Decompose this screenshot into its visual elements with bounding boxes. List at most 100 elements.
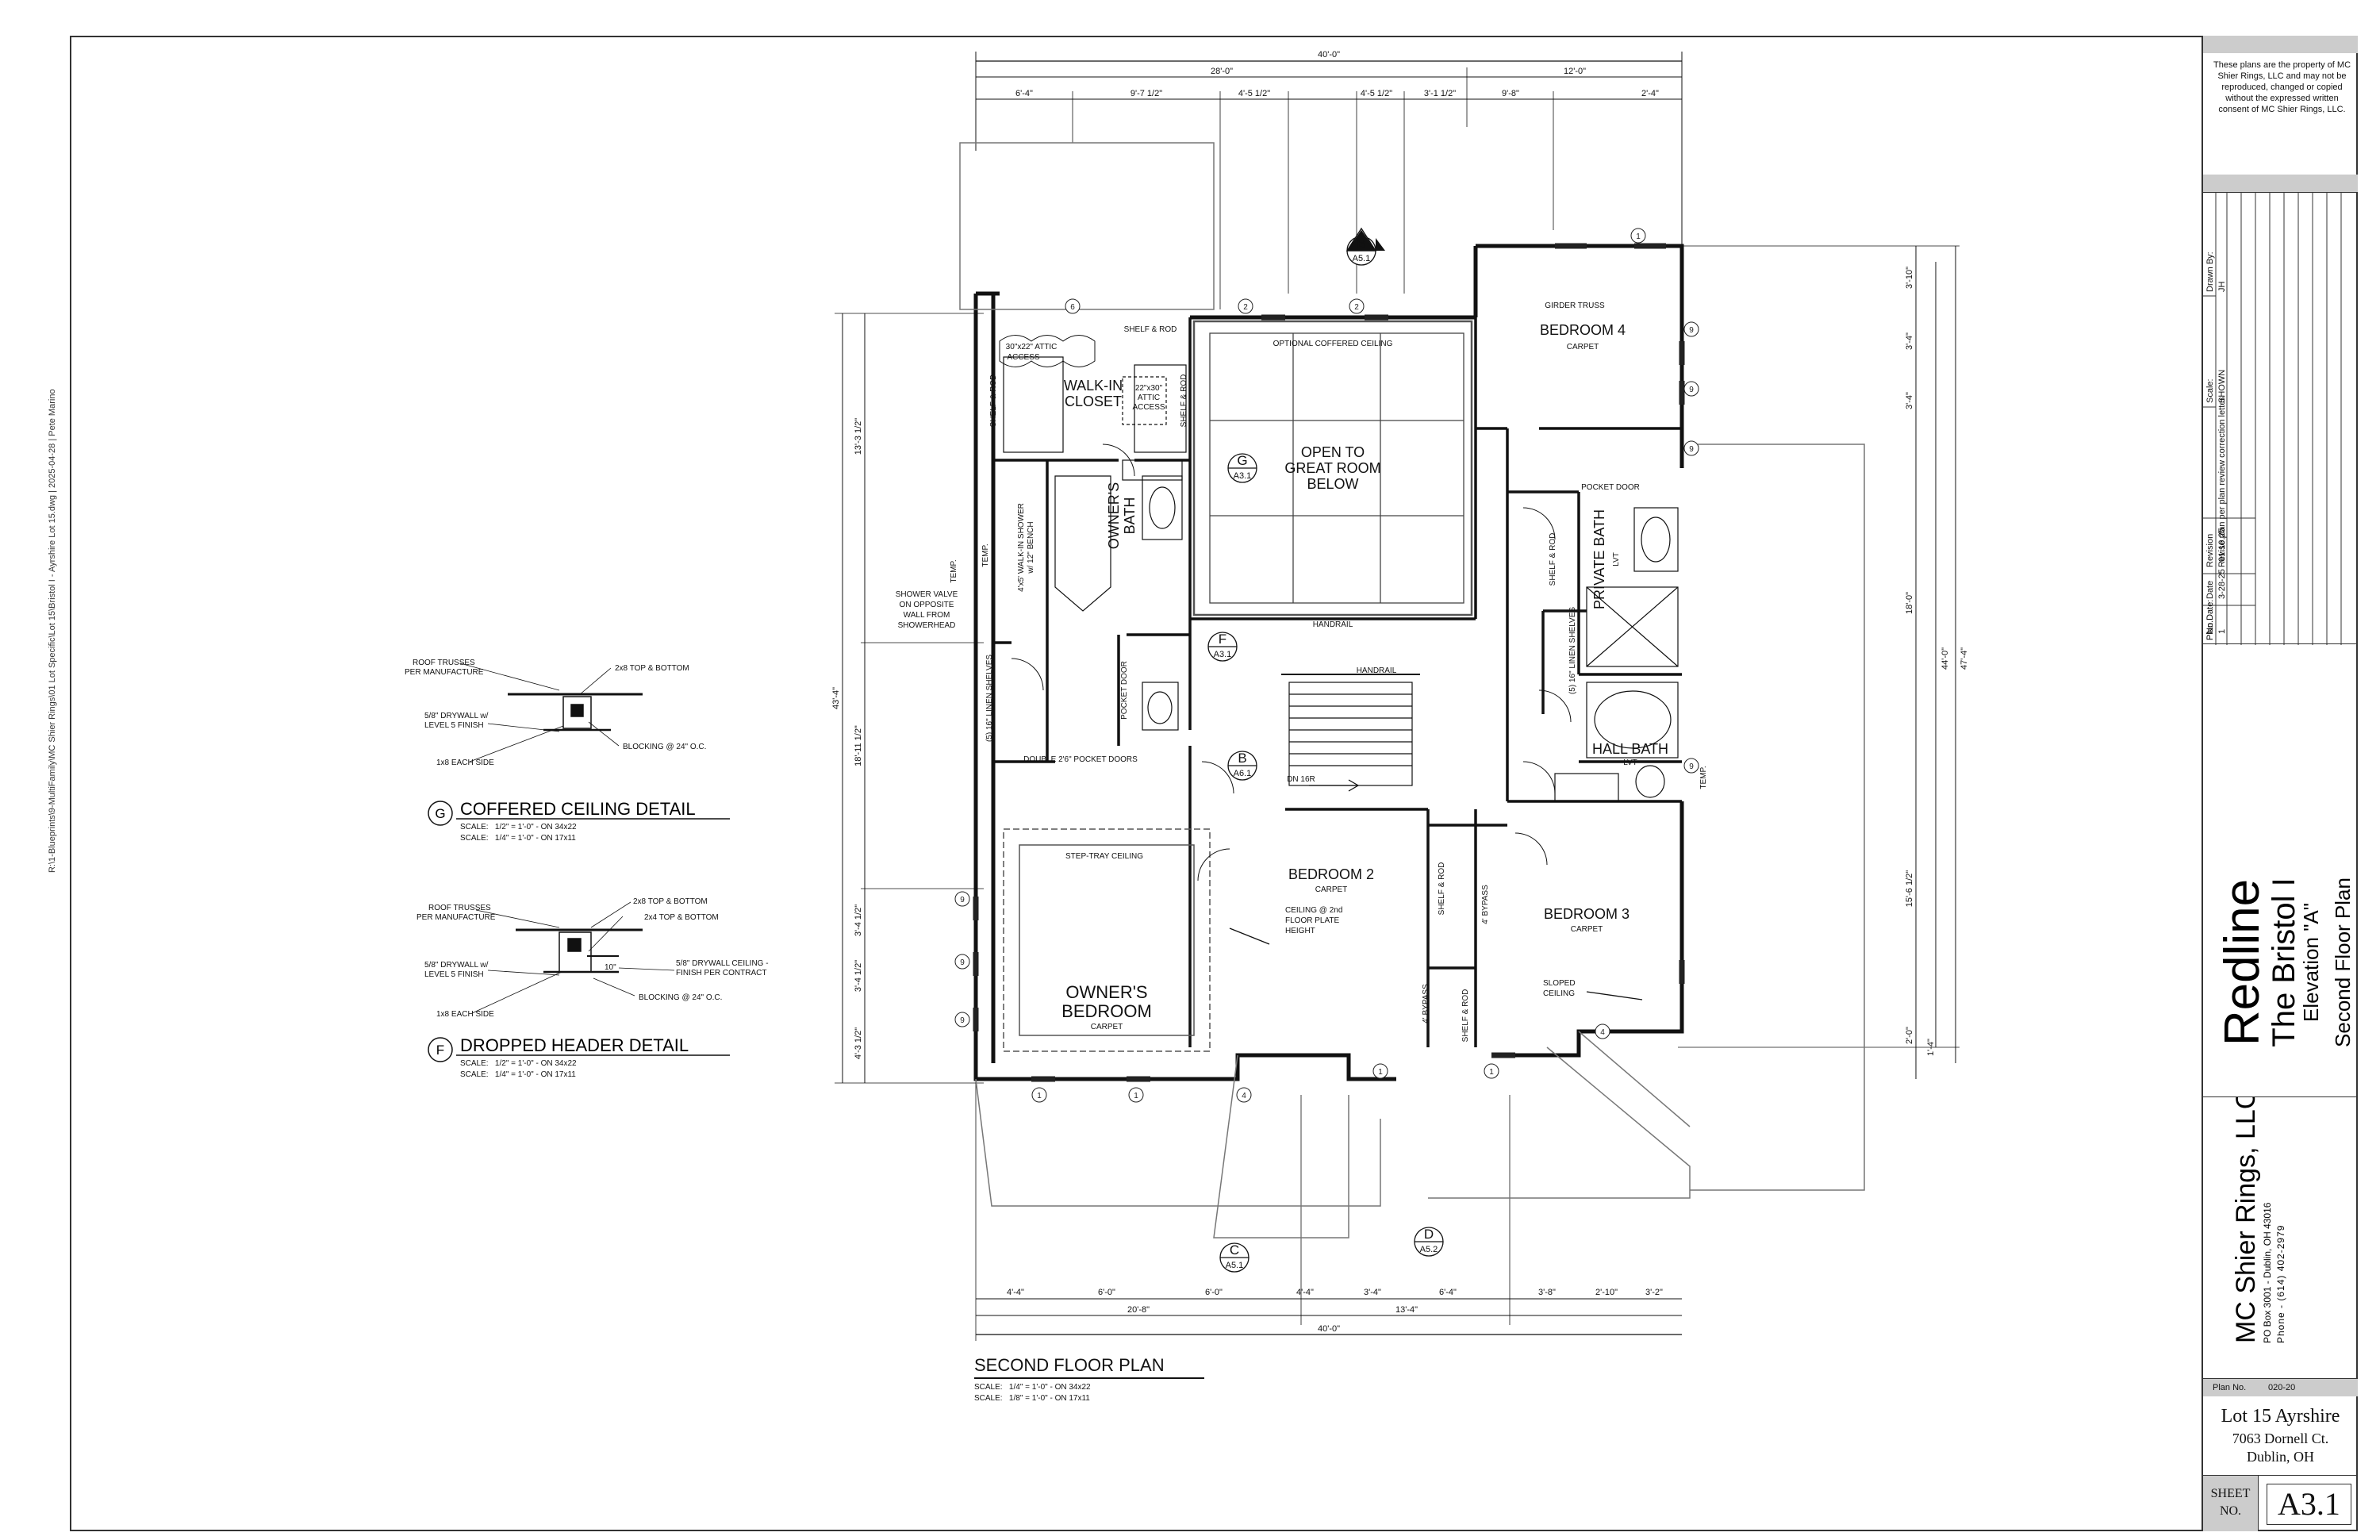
room-label: OWNER'S [1106, 482, 1122, 549]
grid-num: 9 [1689, 326, 1694, 335]
drawn-by-label: Drawn By: [2205, 252, 2215, 292]
grid-num: 1 [1378, 1068, 1383, 1077]
section-sheet: A5.2 [1420, 1245, 1438, 1254]
plan-scale: SCALE: 1/4" = 1'-0" - ON 34x22 SCALE: 1/… [974, 1383, 1091, 1403]
model-name: The Bristol I [2267, 878, 2301, 1047]
room-label: GREAT ROOM [1284, 460, 1380, 476]
dim-text: 4'-5 1/2" [1361, 89, 1392, 98]
room-label: BATH [1122, 497, 1138, 535]
section-letter: F [1219, 632, 1226, 647]
detail-note: ROOF TRUSSES [428, 904, 491, 912]
sheet-title: Second Floor Plan [2331, 878, 2355, 1047]
lot-city: Dublin, OH [2247, 1449, 2314, 1465]
lot-block: Lot 15 Ayrshire 7063 Dornell Ct. Dublin,… [2203, 1396, 2358, 1476]
company-block: MC Shier Rings, LLC PO Box 3001 - Dublin… [2203, 1090, 2358, 1379]
detail-note: 10" [605, 963, 616, 972]
detail-note: 5/8" DRYWALL CEILING - [676, 959, 769, 968]
dim-text: 18'-11 1/2" [854, 725, 863, 766]
note: HANDRAIL [1313, 620, 1353, 629]
detail-note: BLOCKING @ 24" O.C. [639, 993, 722, 1002]
room-label: CLOSET [1065, 394, 1122, 409]
note: SHOWERHEAD [898, 621, 956, 630]
grid-num: 1 [1489, 1068, 1494, 1077]
note: SHOWER VALVE [896, 590, 958, 599]
note: DOUBLE 2'6" POCKET DOORS [1023, 755, 1138, 764]
note: TEMP. [1699, 766, 1708, 789]
note: ON OPPOSITE [900, 601, 954, 609]
section-sheet: A5.1 [1353, 254, 1371, 263]
note: (5) 16" LINEN SHELVES [1568, 607, 1577, 694]
plan-no: 020-20 [2268, 1383, 2296, 1392]
section-sheet: A3.1 [1234, 471, 1252, 481]
note: 4' BYPASS [1422, 984, 1430, 1023]
note: OPTIONAL COFFERED CEILING [1273, 340, 1393, 348]
section-sheet: A3.1 [1214, 650, 1232, 659]
section-letter: G [1237, 453, 1247, 468]
detail-note: PER MANUFACTURE [416, 913, 496, 922]
sheet-block: SHEET NO. A3.1 [2203, 1476, 2358, 1531]
plan-date-cell: Plan Date: [2203, 509, 2216, 644]
detail-note: BLOCKING @ 24" O.C. [623, 743, 706, 751]
grid-num: 9 [960, 1016, 965, 1025]
dim-text: 20'-8" [1127, 1305, 1150, 1315]
grid-num: 6 [1070, 303, 1075, 312]
note: CEILING @ 2nd [1285, 906, 1342, 915]
detail-note: LEVEL 5 FINISH [424, 970, 484, 979]
sheet-label-2: NO. [2219, 1504, 2242, 1518]
rev-no: 1 [2217, 629, 2227, 634]
room-label: WALK-IN [1064, 378, 1123, 394]
detail-note: LEVEL 5 FINISH [424, 721, 484, 730]
dim-text: 44'-0" [1940, 647, 1950, 670]
grid-num: 9 [960, 958, 965, 967]
note: 30"x22" ATTIC [1006, 343, 1058, 351]
rev-header-date: Date [2205, 581, 2215, 599]
section-letter: D [1424, 1227, 1434, 1242]
detail-f-scale: SCALE: 1/2" = 1'-0" - ON 34x22 SCALE: 1/… [460, 1059, 577, 1079]
grid-num: 4 [1600, 1028, 1605, 1037]
room-label: BEDROOM 4 [1540, 322, 1626, 338]
plan-date-value-cell: 01.10.25 [2216, 509, 2227, 565]
note: POCKET DOOR [1120, 661, 1129, 720]
note: ACCESS [1132, 403, 1165, 412]
dim-text: 4'-3 1/2" [854, 1027, 863, 1059]
rev-text: Revise plan per plan review correction l… [2217, 396, 2227, 567]
dim-text: 2'-0" [1905, 1027, 1914, 1044]
plan-title-text: SECOND FLOOR PLAN [974, 1355, 1204, 1379]
grid-num: 9 [1689, 386, 1694, 394]
dim-text: 13'-3 1/2" [854, 418, 863, 455]
note: w/ 12" BENCH [1027, 521, 1035, 574]
dim-text: 6'-0" [1205, 1288, 1223, 1297]
dim-text: 3'-1 1/2" [1424, 89, 1456, 98]
dim-text: 3'-2" [1645, 1288, 1663, 1297]
dim-text: 4'-4" [1296, 1288, 1314, 1297]
detail-note: 2x8 TOP & BOTTOM [615, 664, 689, 673]
room-label: BEDROOM 3 [1544, 906, 1630, 922]
plan-title: SECOND FLOOR PLAN SCALE: 1/4" = 1'-0" - … [974, 1355, 1204, 1404]
copyright-note: These plans are the property of MC Shier… [2213, 60, 2351, 114]
note: STEP-TRAY CEILING [1065, 852, 1143, 861]
dim-text: 6'-4" [1015, 89, 1033, 98]
drawn-by: JH [2217, 282, 2227, 293]
note: SHELF & ROD [1549, 533, 1557, 586]
detail-f: ROOF TRUSSES PER MANUFACTURE 2x8 TOP & B… [416, 897, 769, 1062]
tb-header-bar [2203, 36, 2358, 53]
floor-label: CARPET [1571, 925, 1603, 934]
dim-text: 9'-8" [1502, 89, 1519, 98]
room-label: OWNER'S [1065, 982, 1147, 1002]
detail-note: ROOF TRUSSES [413, 659, 475, 667]
dim-text: 18'-0" [1905, 592, 1914, 614]
dim-text: 43'-4" [831, 687, 841, 709]
rev-header-revision: Revision [2205, 534, 2215, 567]
detail-note: FINISH PER CONTRACT [676, 969, 766, 977]
plan-date-label: Plan Date: [2205, 600, 2215, 640]
grid-num: 4 [1242, 1092, 1246, 1100]
detail-note: PER MANUFACTURE [405, 668, 484, 677]
room-label: PRIVATE BATH [1591, 509, 1607, 609]
dim-text: 3'-4" [1364, 1288, 1381, 1297]
room-label: HALL BATH [1592, 741, 1668, 757]
detail-note: 5/8" DRYWALL w/ [424, 961, 489, 970]
note: SHELF & ROD [1461, 989, 1470, 1043]
dim-text: 15'-6 1/2" [1905, 870, 1914, 907]
note: HEIGHT [1285, 927, 1315, 935]
sheet-number: A3.1 [2267, 1484, 2351, 1525]
